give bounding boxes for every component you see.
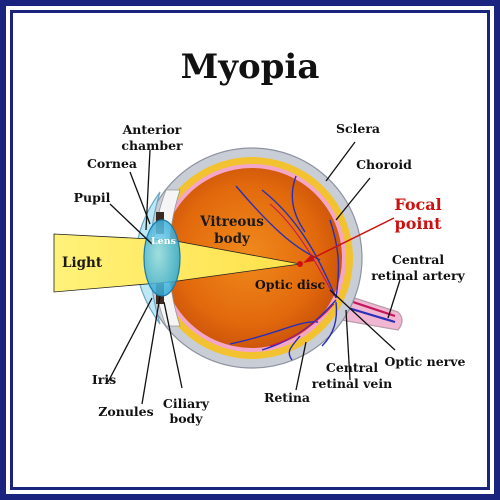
label-focal-point-line1: Focal — [394, 195, 441, 214]
label-iris: Iris — [92, 372, 116, 387]
label-zonules: Zonules — [98, 404, 153, 419]
label-cornea: Cornea — [87, 156, 137, 171]
label-central-retinal-vein-line1: Central — [326, 360, 378, 375]
label-choroid: Choroid — [356, 157, 412, 172]
lens-shape — [143, 219, 181, 297]
label-optic-nerve: Optic nerve — [385, 354, 466, 369]
label-lens: Lens — [151, 236, 176, 247]
label-sclera: Sclera — [336, 121, 380, 136]
page-title: Myopia — [181, 47, 320, 87]
label-central-retinal-vein-line2: retinal vein — [312, 376, 392, 391]
label-ciliary-body-line2: body — [169, 411, 203, 426]
focal-point-marker — [297, 261, 303, 267]
label-pupil: Pupil — [74, 190, 111, 205]
label-focal-point-line2: point — [395, 214, 443, 233]
focal-point-arrowhead — [303, 254, 314, 263]
label-anterior-chamber-line2: chamber — [121, 138, 183, 153]
label-vitreous-body-line1: Vitreous — [199, 214, 264, 230]
inner-border — [10, 10, 490, 490]
leader-lines — [107, 141, 401, 405]
label-ciliary-body-line1: Ciliary — [163, 396, 210, 411]
label-central-retinal-artery-line2: retinal artery — [371, 268, 465, 283]
retinal-arteries — [269, 203, 335, 347]
label-vitreous-body-line2: body — [214, 231, 251, 247]
label-optic-disc: Optic disc — [255, 277, 326, 292]
label-anterior-chamber-line1: Anterior — [122, 122, 182, 137]
label-retina: Retina — [264, 390, 310, 405]
label-central-retinal-artery-line1: Central — [392, 252, 444, 267]
focal-point-leader — [304, 217, 395, 263]
label-light: Light — [62, 255, 103, 271]
retinal-vessels — [229, 175, 340, 361]
